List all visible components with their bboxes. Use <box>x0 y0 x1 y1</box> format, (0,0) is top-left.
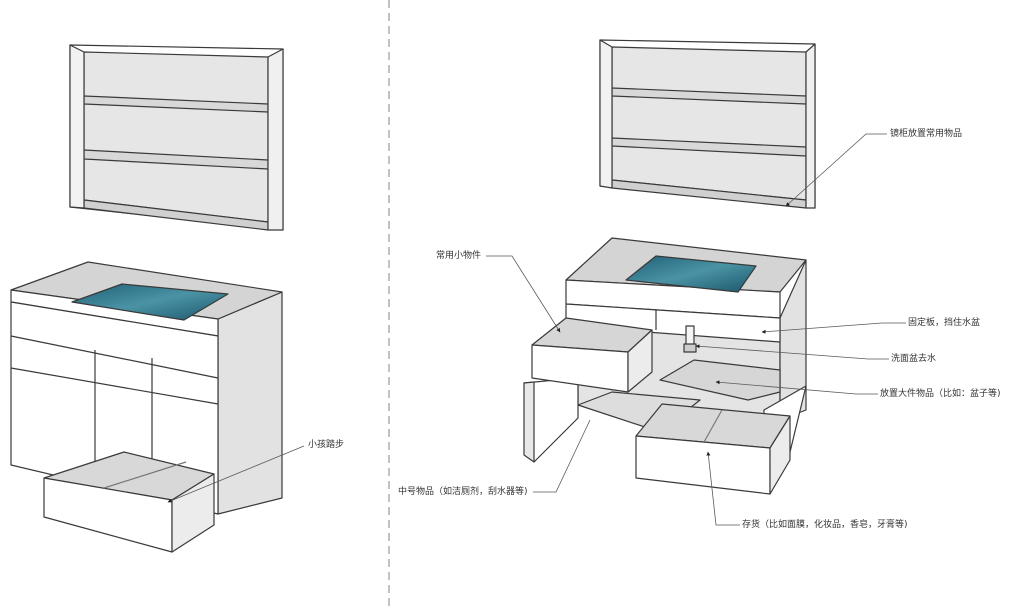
label-mirror-cabinet: 镜柜放置常用物品 <box>890 129 963 139</box>
left-mirror-shelf <box>69 44 284 231</box>
right-mirror-shelf <box>599 39 816 209</box>
label-basin-drain: 洗面盆去水 <box>891 354 937 364</box>
label-storage: 存货（比如面膜，化妆品，香皂，牙膏等) <box>742 520 908 530</box>
label-fixed-board: 固定板，挡住水盆 <box>908 318 981 328</box>
label-small-items: 常用小物件 <box>436 251 482 261</box>
leader-lines <box>167 133 906 526</box>
label-child-step: 小孩踏步 <box>308 440 345 450</box>
right-vanity <box>523 237 807 495</box>
left-vanity <box>10 261 283 553</box>
label-medium-items: 中号物品（如洁厕剂，刮水器等) <box>398 487 528 497</box>
label-large-items: 放置大件物品（比如：盆子等) <box>880 389 1001 399</box>
